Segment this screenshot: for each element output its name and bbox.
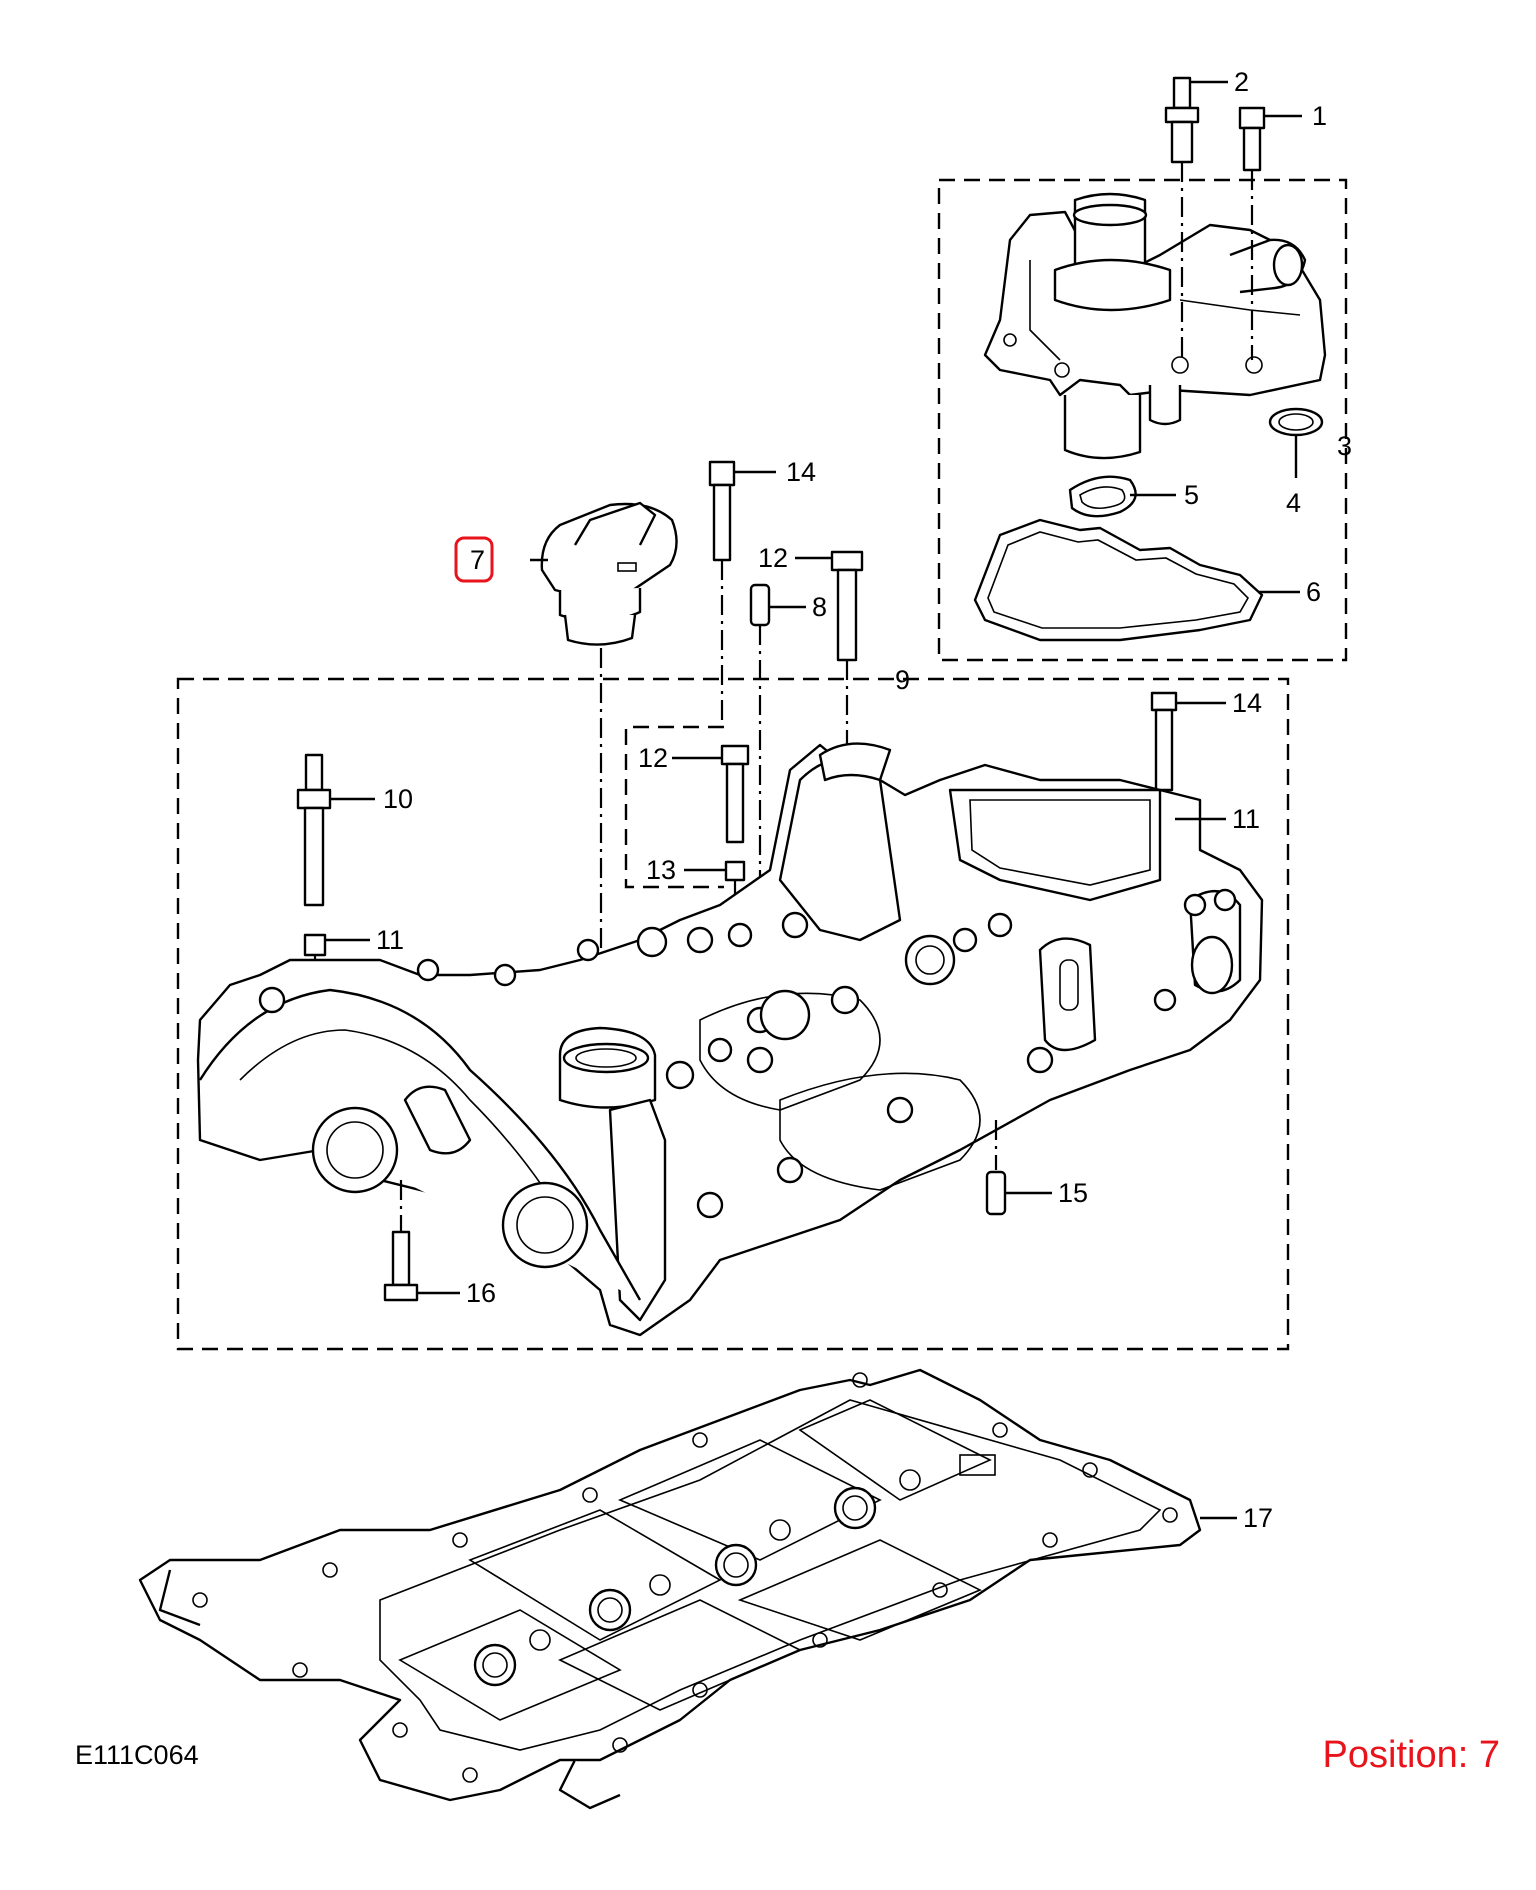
callout-2[interactable]: 2: [1234, 67, 1249, 97]
callout-13[interactable]: 13: [646, 855, 676, 885]
callout-7[interactable]: 7: [470, 545, 485, 575]
bolt-16: [383, 1180, 419, 1302]
cylinder-head-cover-9: [196, 742, 1264, 1337]
callout-14-right[interactable]: 14: [1232, 688, 1262, 718]
dowel-pin-8: [749, 583, 771, 910]
callout-9[interactable]: 9: [895, 665, 910, 695]
callout-17[interactable]: 17: [1243, 1503, 1273, 1533]
dowel-pin-15: [985, 1120, 1007, 1216]
callout-3[interactable]: 3: [1337, 431, 1352, 461]
leader-lines: [325, 80, 1302, 1520]
callout-labels: 1 2 3 4 5 6 7 8 9 10 11 11 12 12 13 14 1…: [376, 67, 1352, 1533]
gasket-6: [973, 518, 1264, 642]
callout-4[interactable]: 4: [1286, 488, 1301, 518]
seal-ring-4: [1268, 407, 1324, 437]
bolt-1: [1238, 106, 1266, 360]
callout-11-right[interactable]: 11: [1232, 804, 1260, 834]
callout-16[interactable]: 16: [466, 1278, 496, 1308]
position-indicator: Position: 7: [1322, 1734, 1500, 1776]
callout-8[interactable]: 8: [812, 592, 827, 622]
stud-10: [296, 753, 332, 907]
callout-5[interactable]: 5: [1184, 480, 1199, 510]
gasket-5: [1068, 475, 1137, 518]
bolt-14-top: [708, 460, 736, 722]
bolt-14-right: [1150, 691, 1178, 792]
group-box-12-13: [624, 725, 724, 889]
callout-11-left[interactable]: 11: [376, 925, 404, 955]
callout-10[interactable]: 10: [383, 784, 413, 814]
callout-1[interactable]: 1: [1312, 101, 1327, 131]
callout-12-inner[interactable]: 12: [638, 743, 668, 773]
bolt-2: [1164, 76, 1200, 360]
callout-12-top[interactable]: 12: [758, 543, 788, 573]
bolt-12-inner: [720, 744, 750, 844]
callout-6[interactable]: 6: [1306, 577, 1321, 607]
callout-15[interactable]: 15: [1058, 1178, 1088, 1208]
callout-14-top[interactable]: 14: [786, 457, 816, 487]
group-box-3: [937, 178, 1348, 662]
thermostat-housing: [983, 192, 1327, 460]
gasket-17: [138, 1368, 1202, 1810]
highlight-box-callout-7: [454, 536, 494, 583]
group-box-9: [176, 677, 1290, 1351]
diagram-code: E111C064: [75, 1740, 199, 1770]
